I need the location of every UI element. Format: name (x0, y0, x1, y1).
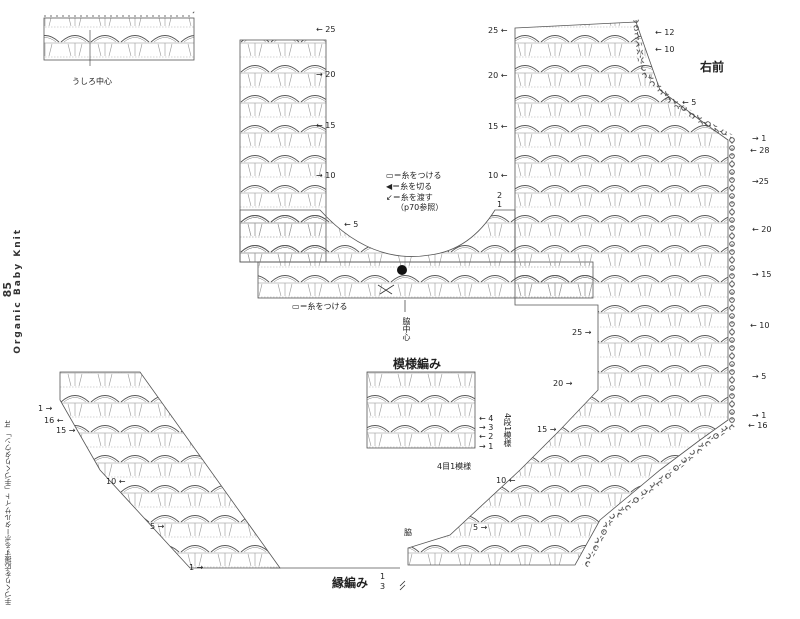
front-row-25: 25 ← (488, 26, 508, 35)
edging-row-1: 1 (380, 572, 386, 581)
legend-attach-bottom: ▭＝糸をつける (292, 302, 348, 311)
legend-cut: ◀＝糸を切る (386, 182, 433, 191)
front-right-5: → 5 (752, 372, 767, 381)
front-lower-5: 5 → (473, 523, 488, 532)
front-right-1b: → 1 (752, 411, 767, 420)
sleeve-row-1b: 1 → (189, 563, 204, 572)
sleeve-chart (59, 371, 281, 569)
back-row-20: → 20 (316, 70, 336, 79)
front-row-1: 1 (497, 200, 503, 209)
pattern-row-1: → 1 (479, 442, 494, 451)
legend-pass-ref: （p70参照） (396, 203, 444, 212)
front-lower-10: 10 ← (496, 476, 516, 485)
front-row-20: 20 ← (488, 71, 508, 80)
edging-title: 縁編み (332, 576, 369, 590)
sleeve-row-5: 5 → (150, 522, 165, 531)
pattern-title: 模様編み (393, 357, 442, 371)
front-right-20: ← 20 (752, 225, 772, 234)
sleeve-row-1: 1 → (38, 404, 53, 413)
page-number: 85 (1, 282, 14, 298)
back-yoke-strip (43, 17, 195, 61)
pattern-row-4: ← 4 (479, 414, 494, 423)
front-lower-25: 25 → (572, 328, 592, 337)
back-row-10: → 10 (316, 171, 336, 180)
back-row-15: ← 15 (316, 121, 336, 130)
edging-row-3: 3 (380, 582, 386, 591)
front-right-25: →25 (752, 177, 769, 186)
front-right-15: → 15 (752, 270, 772, 279)
front-lower-15: 15 → (537, 425, 557, 434)
brand-vertical-text: Organic Baby Knit (13, 228, 23, 354)
sleeve-row-15: 15 → (56, 426, 76, 435)
site-vertical-text: 手づくりを応援するポータルサイト「手づくりタウン」 http://www.tez… (4, 420, 12, 605)
legend-pass: ↙＝糸を渡す (386, 193, 433, 202)
side-label: 脇 (404, 528, 412, 537)
sleeve-row-16: 16 ← (44, 416, 64, 425)
pattern-row-2: ← 2 (479, 432, 494, 441)
pattern-sample (366, 371, 476, 449)
back-neckline (239, 209, 516, 263)
front-right-1: → 1 (752, 134, 767, 143)
front-right-16: ← 16 (748, 421, 768, 430)
back-center-label: うしろ中心 (72, 77, 112, 86)
back-row-25: ← 25 (316, 25, 336, 34)
cut-marker (397, 265, 407, 275)
back-row-5: ← 5 (344, 220, 359, 229)
legend-attach: ▭＝糸をつける (386, 171, 442, 180)
front-right-10: ← 10 (750, 321, 770, 330)
stitches-repeat-note: 4目1模様 (437, 462, 472, 471)
front-row-15: 15 ← (488, 122, 508, 131)
front-top-10: ← 10 (655, 45, 675, 54)
front-row-2: 2 (497, 191, 503, 200)
front-lower-20: 20 → (553, 379, 573, 388)
front-top-5: ← 5 (682, 98, 697, 107)
front-right-28: ← 28 (750, 146, 770, 155)
sleeve-row-10: 10 ← (106, 477, 126, 486)
right-front-title: 右前 (700, 60, 725, 74)
side-center-label: 脇中心 (402, 317, 411, 341)
rows-repeat-note: 4段1模様 (503, 413, 512, 448)
pattern-row-3: → 3 (479, 423, 494, 432)
back-top-edging (44, 9, 197, 17)
front-row-10: 10 ← (488, 171, 508, 180)
front-top-12: ← 12 (655, 28, 675, 37)
